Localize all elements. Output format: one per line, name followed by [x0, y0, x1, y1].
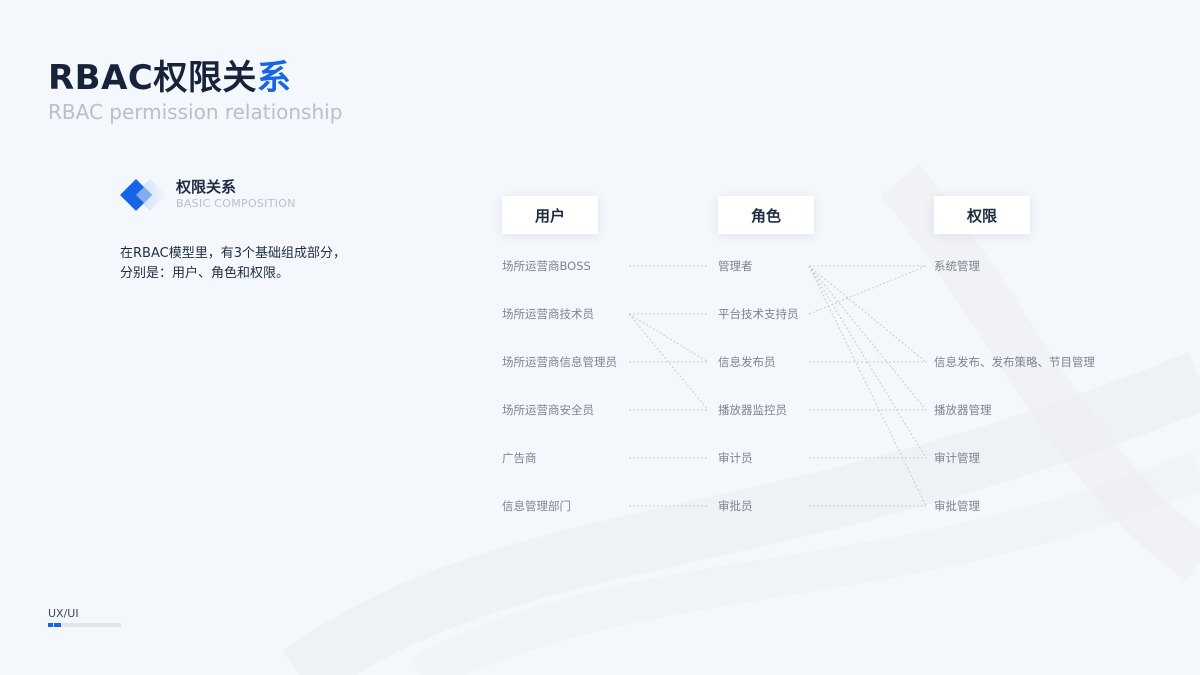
- footer-progress-bar: [48, 623, 121, 627]
- role-permission-link: [808, 265, 927, 363]
- permission-item: 播放器管理: [934, 403, 992, 417]
- column-header-users: 用户: [502, 196, 598, 234]
- user-item: 场所运营商安全员: [502, 403, 594, 417]
- footer-bar-segment: [48, 623, 53, 627]
- role-item: 平台技术支持员: [718, 307, 799, 321]
- page-title: RBAC权限关系: [48, 50, 291, 99]
- role-permission-link: [808, 265, 927, 459]
- diamond-icon: [120, 179, 166, 211]
- user-item: 场所运营商BOSS: [502, 259, 591, 273]
- role-item: 播放器监控员: [718, 403, 787, 417]
- section-title: 权限关系: [176, 178, 237, 196]
- role-permission-link: [808, 265, 927, 411]
- role-permission-link: [808, 265, 927, 507]
- role-item: 信息发布员: [718, 355, 776, 369]
- permission-item: 审计管理: [934, 451, 980, 465]
- page-subtitle: RBAC permission relationship: [48, 100, 343, 124]
- column-header-permissions: 权限: [934, 196, 1030, 234]
- user-item: 信息管理部门: [502, 499, 571, 513]
- page-title-accent: 系: [256, 58, 292, 98]
- column-header-roles: 角色: [718, 196, 814, 234]
- section-subtitle: BASIC COMPOSITION: [176, 197, 296, 210]
- user-role-link: [628, 313, 709, 411]
- description-line-2: 分别是：用户、角色和权限。: [120, 266, 290, 281]
- footer-bar-segment: [54, 623, 61, 627]
- section-description: 在RBAC模型里，有3个基础组成部分， 分别是：用户、角色和权限。: [120, 244, 346, 284]
- user-item: 广告商: [502, 451, 537, 465]
- user-role-link: [628, 313, 709, 363]
- role-permission-link: [808, 265, 927, 315]
- role-item: 审计员: [718, 451, 753, 465]
- role-item: 管理者: [718, 259, 753, 273]
- footer-label: UX/UI: [48, 607, 79, 620]
- permission-item: 审批管理: [934, 499, 980, 513]
- user-item: 场所运营商信息管理员: [502, 355, 617, 369]
- permission-item: 系统管理: [934, 259, 980, 273]
- role-item: 审批员: [718, 499, 753, 513]
- description-line-1: 在RBAC模型里，有3个基础组成部分，: [120, 246, 346, 261]
- permission-item: 信息发布、发布策略、节目管理: [934, 355, 1095, 369]
- page-title-main: RBAC权限关: [48, 58, 257, 98]
- user-item: 场所运营商技术员: [502, 307, 594, 321]
